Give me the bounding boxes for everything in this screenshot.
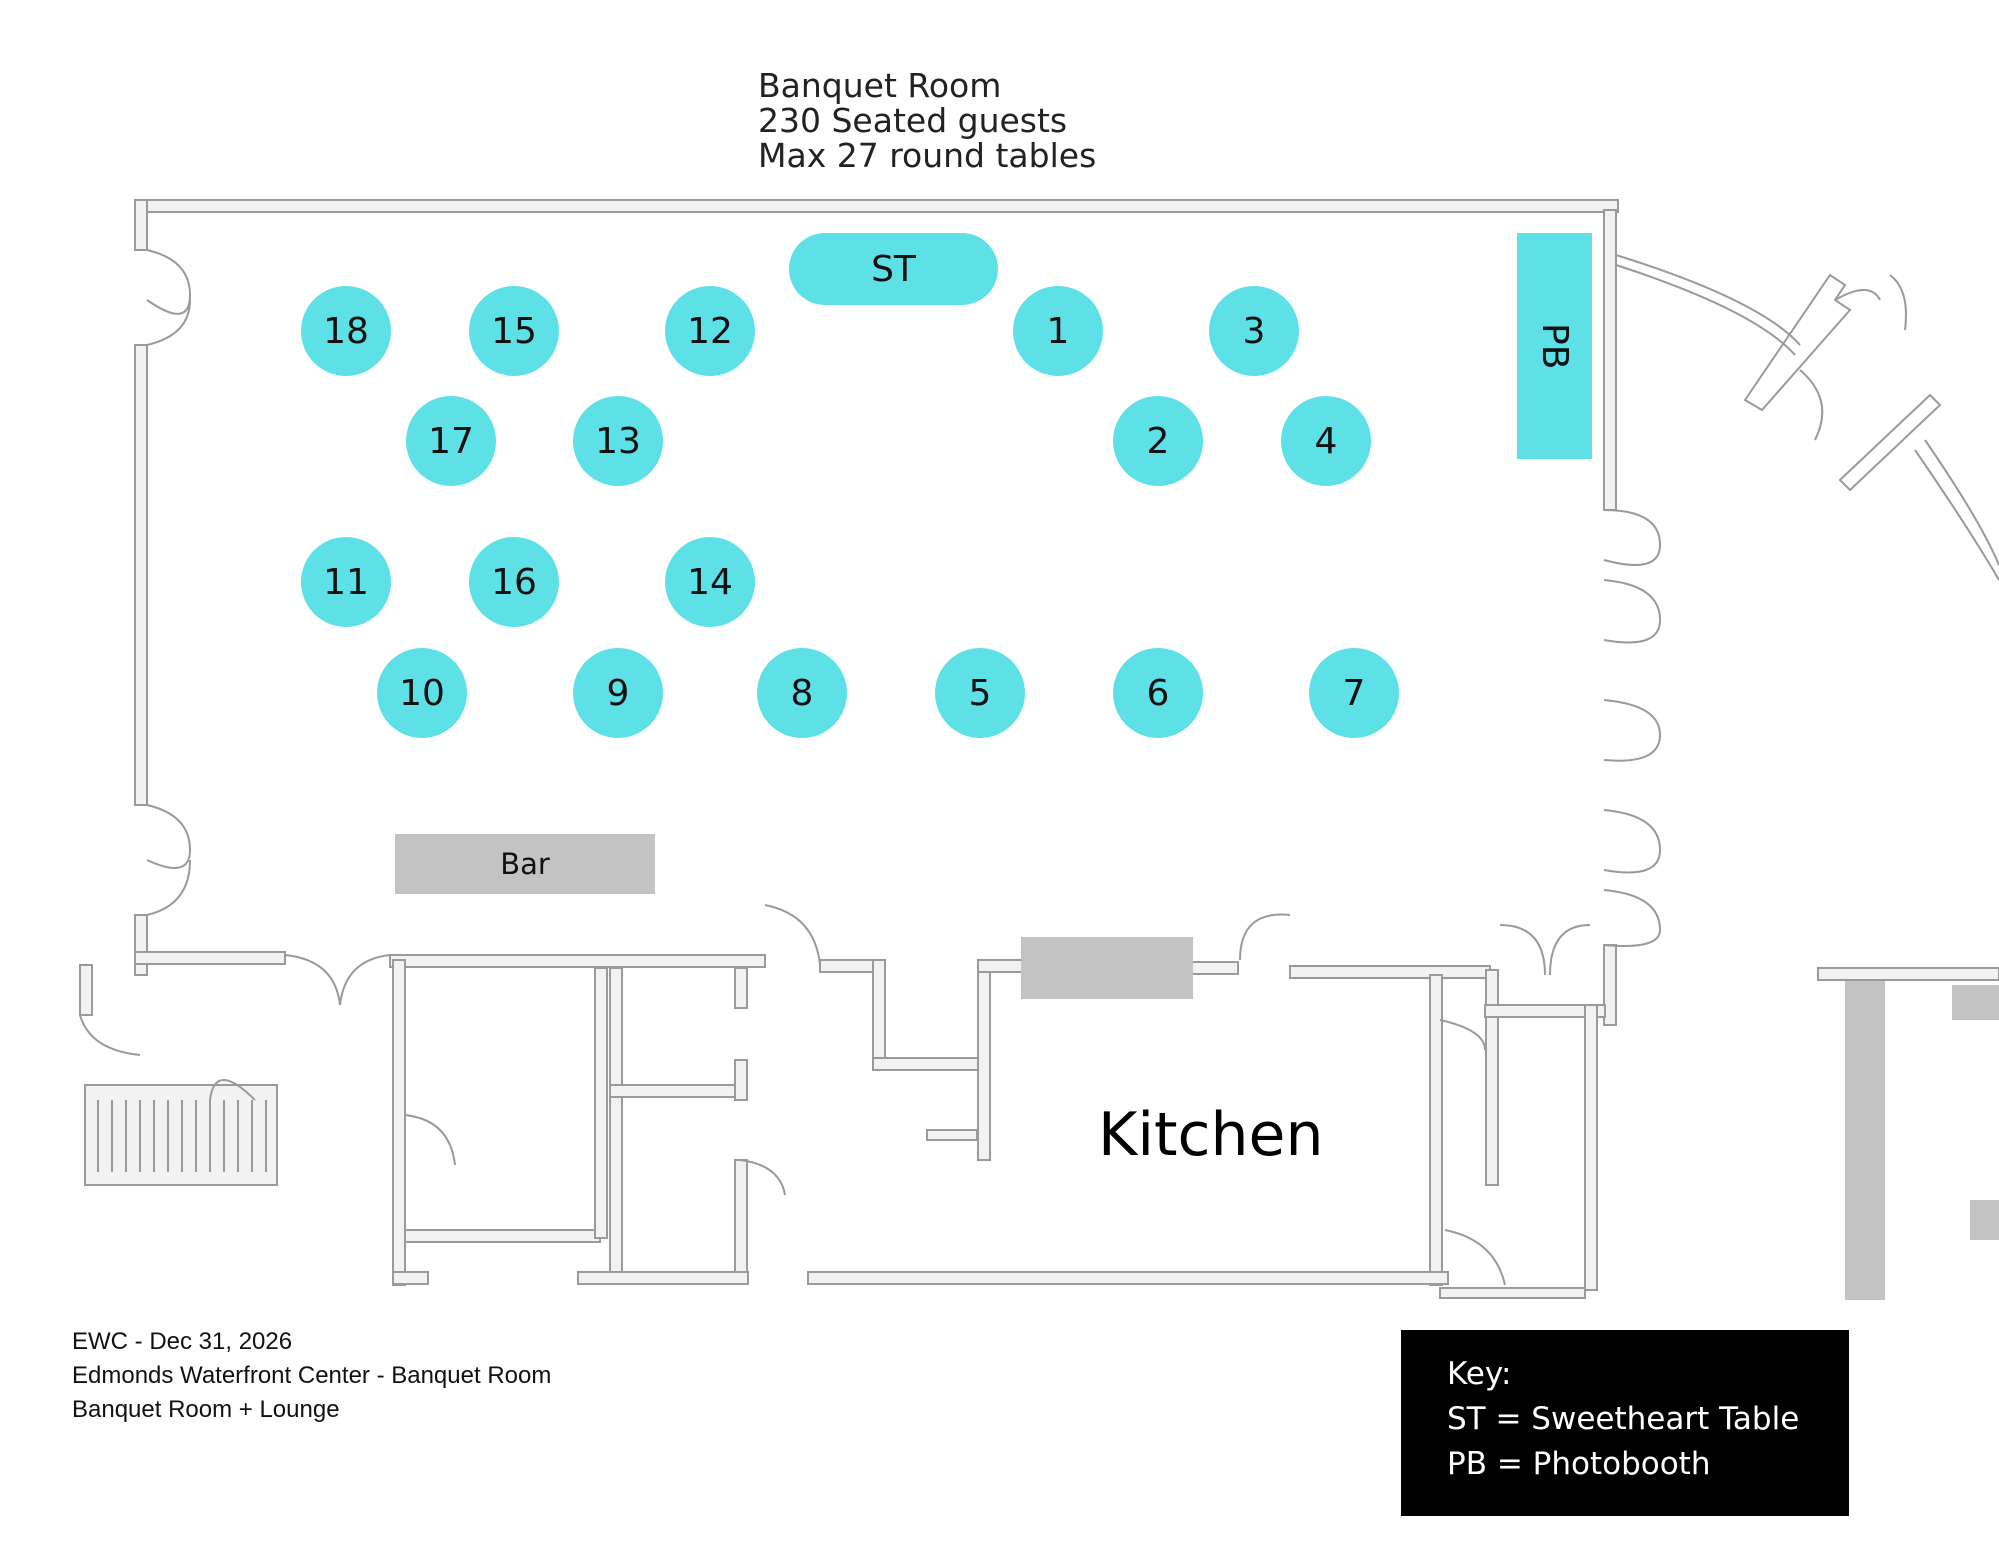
table-label: 17: [428, 420, 474, 462]
table-label: 18: [323, 310, 369, 352]
table-label: 8: [790, 672, 814, 714]
key-pb: PB = Photobooth: [1447, 1446, 1711, 1482]
table-capacity: Max 27 round tables: [758, 136, 1097, 175]
table-11: [301, 537, 391, 627]
table-label: 5: [968, 672, 992, 714]
table-label: 9: [606, 672, 630, 714]
table-label: 11: [323, 561, 369, 603]
bar-counter: [395, 834, 655, 894]
table-2: [1113, 396, 1203, 486]
table-3: [1209, 286, 1299, 376]
guest-count: 230 Seated guests: [758, 101, 1068, 140]
legend-key: Key: ST = Sweetheart Table PB = Photoboo…: [1401, 1330, 1849, 1516]
table-9: [573, 648, 663, 738]
event-info: EWC - Dec 31, 2026 Edmonds Waterfront Ce…: [72, 1325, 551, 1427]
table-4: [1281, 396, 1371, 486]
key-st: ST = Sweetheart Table: [1447, 1401, 1800, 1437]
table-13: [573, 396, 663, 486]
photobooth: [1517, 233, 1592, 459]
table-6: [1113, 648, 1203, 738]
venue-rooms: Banquet Room + Lounge: [72, 1396, 340, 1423]
table-16: [469, 537, 559, 627]
table-label: 4: [1314, 420, 1338, 462]
sweetheart-table: [789, 233, 998, 305]
table-label: 13: [595, 420, 641, 462]
room-name: Banquet Room: [758, 66, 1002, 105]
table-14: [665, 537, 755, 627]
table-label: 1: [1046, 310, 1070, 352]
service-counter: [1021, 937, 1193, 999]
sweetheart-label: ST: [871, 248, 916, 290]
table-18: [301, 286, 391, 376]
table-label: 6: [1146, 672, 1170, 714]
table-label: 14: [687, 561, 733, 603]
table-1: [1013, 286, 1103, 376]
table-label: 16: [491, 561, 537, 603]
photobooth-label: PB: [1534, 322, 1575, 370]
table-17: [406, 396, 496, 486]
table-5: [935, 648, 1025, 738]
table-label: 7: [1342, 672, 1366, 714]
table-10: [377, 648, 467, 738]
table-12: [665, 286, 755, 376]
table-label: 15: [491, 310, 537, 352]
event-date: EWC - Dec 31, 2026: [72, 1328, 293, 1355]
table-label: 12: [687, 310, 733, 352]
room-header: Banquet Room 230 Seated guests Max 27 ro…: [758, 68, 1096, 173]
table-label: 10: [399, 672, 445, 714]
table-label: 3: [1242, 310, 1266, 352]
table-7: [1309, 648, 1399, 738]
table-8: [757, 648, 847, 738]
key-title: Key:: [1447, 1356, 1512, 1392]
kitchen-label: Kitchen: [1098, 1100, 1324, 1170]
venue-name: Edmonds Waterfront Center - Banquet Room: [72, 1362, 552, 1389]
table-label: 2: [1146, 420, 1170, 462]
bar-label: Bar: [500, 847, 550, 881]
table-15: [469, 286, 559, 376]
